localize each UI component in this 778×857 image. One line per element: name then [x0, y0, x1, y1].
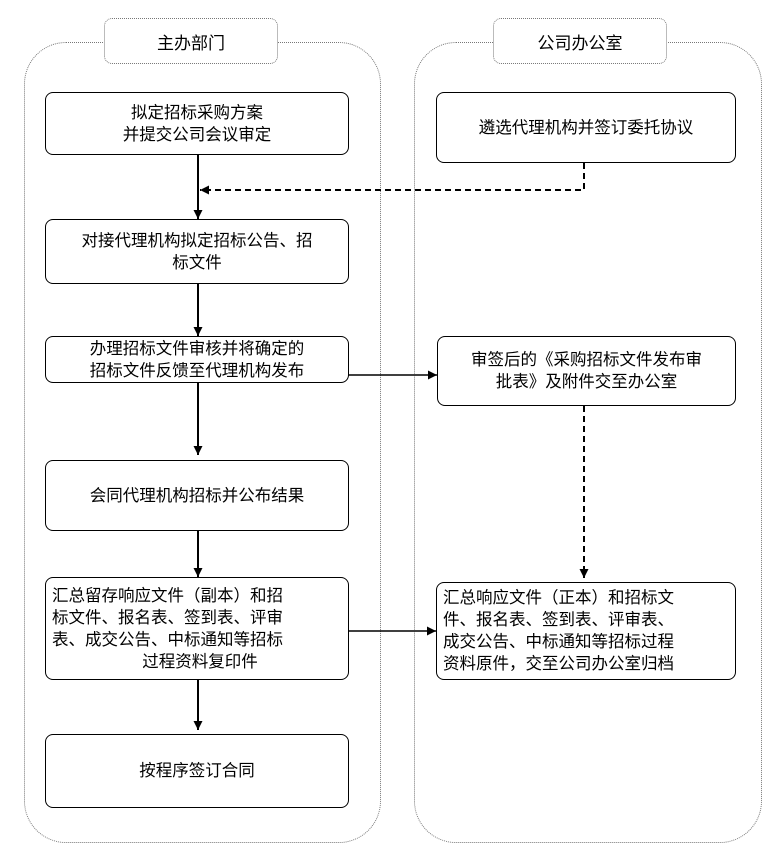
dashed-agent-feedback [200, 163, 585, 195]
step-submit-approval-form: 审签后的《采购招标文件发布审 批表》及附件交至办公室 [437, 336, 736, 406]
step-draft-procurement-plan: 拟定招标采购方案 并提交公司会议审定 [45, 92, 349, 155]
lane-title-company-office: 公司办公室 [493, 18, 667, 64]
step-bidding-and-announce: 会同代理机构招标并公布结果 [45, 460, 349, 531]
step-summarize-copies: 汇总留存响应文件（副本）和招 标文件、报名表、签到表、评审 表、成交公告、中标通… [45, 577, 349, 680]
step-dock-agency-draft-docs: 对接代理机构拟定招标公告、招 标文件 [45, 219, 349, 284]
step-summarize-originals: 汇总响应文件（正本）和招标文 件、报名表、签到表、评审表、 成交公告、中标通知等… [436, 582, 736, 680]
step-select-agency: 遴选代理机构并签订委托协议 [436, 92, 736, 163]
lane-title-host-department: 主办部门 [104, 18, 278, 64]
step-review-and-feedback: 办理招标文件审核并将确定的 招标文件反馈至代理机构发布 [45, 336, 349, 383]
step-sign-contract: 按程序签订合同 [45, 734, 349, 808]
